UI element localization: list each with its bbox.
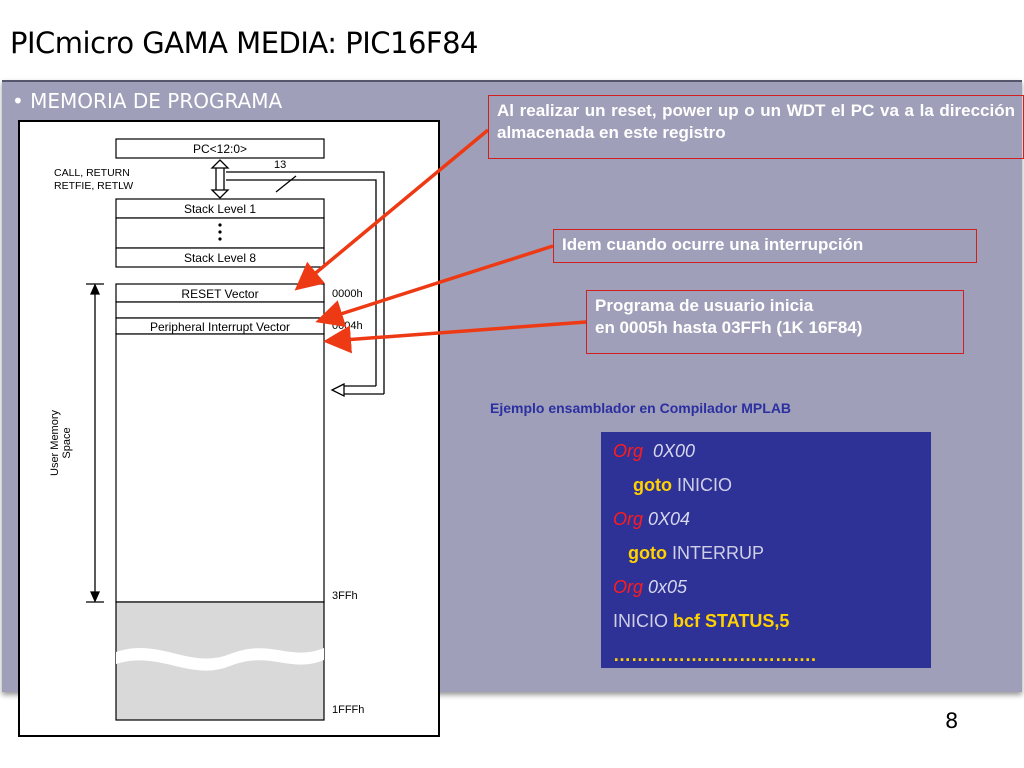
- retfie-retlw-label: RETFIE, RETLW: [54, 180, 133, 192]
- code-line: Org 0X04: [613, 502, 931, 536]
- bcf-instruction: bcf STATUS,5: [673, 611, 790, 631]
- interrupt-vector-label: Peripheral Interrupt Vector: [150, 320, 290, 334]
- reset-note: Al realizar un reset, power up o un WDT …: [488, 95, 1024, 159]
- code-caption: Ejemplo ensamblador en Compilador MPLAB: [490, 400, 792, 416]
- code-line: Org 0x05: [613, 570, 931, 604]
- label-inicio: INICIO: [613, 611, 669, 631]
- reset-vector-label: RESET Vector: [181, 287, 258, 301]
- org-keyword: Org: [613, 441, 644, 461]
- bus-width-label: 13: [274, 159, 286, 171]
- pc-label: PC<12:0>: [193, 142, 247, 156]
- user-program-note-line2: en 0005h hasta 03FFh (1K 16F84): [595, 318, 863, 337]
- call-return-label: CALL, RETURN: [54, 167, 130, 179]
- wrap-address-label: 1FFFh: [332, 704, 364, 716]
- assembly-code-box: Org 0X00 goto INICIO Org 0X04 goto INTER…: [601, 432, 931, 668]
- goto-keyword: goto: [633, 475, 672, 495]
- interrupt-address-label: 0004h: [332, 320, 363, 332]
- org-value: 0X00: [653, 441, 696, 461]
- stack-arrow-icon: [210, 159, 230, 199]
- code-line: …………………………….: [613, 638, 931, 672]
- org-value: 0X04: [648, 509, 691, 529]
- page-number: 8: [945, 709, 959, 733]
- memory-span-arrow-icon: [86, 283, 104, 603]
- goto-target: INTERRUP: [672, 543, 765, 563]
- stack-level-8-label: Stack Level 8: [184, 251, 256, 265]
- stack-dot-icon: [218, 237, 222, 241]
- user-memory-label-line1: User Memory: [49, 410, 61, 477]
- code-line: INICIO bcf STATUS,5: [613, 604, 931, 638]
- program-memory-diagram: PC<12:0> 13 CALL, RETURN RETFIE, RETLW S…: [18, 120, 440, 737]
- stack-dot-icon: [218, 223, 222, 227]
- code-line: Org 0X00: [613, 434, 931, 468]
- memory-map-svg: PC<12:0> 13 CALL, RETURN RETFIE, RETLW S…: [49, 138, 385, 721]
- stack-dot-icon: [218, 230, 222, 234]
- user-program-note: Programa de usuario inicia en 0005h hast…: [586, 290, 964, 354]
- goto-keyword: goto: [628, 543, 667, 563]
- gap-box: [115, 301, 325, 319]
- end-address-label: 3FFh: [332, 590, 358, 602]
- code-line: goto INTERRUP: [613, 536, 931, 570]
- org-value: 0x05: [648, 577, 688, 597]
- goto-target: INICIO: [677, 475, 733, 495]
- user-memory-space-label: User Memory Space: [49, 410, 73, 477]
- code-line: goto INICIO: [613, 468, 931, 502]
- stack-level-1-label: Stack Level 1: [184, 202, 256, 216]
- break-wave-icon: [116, 647, 324, 671]
- code-ellipsis: …………………………….: [613, 645, 817, 665]
- user-memory-box: [115, 333, 325, 603]
- org-keyword: Org: [613, 509, 644, 529]
- page-title: PICmicro GAMA MEDIA: PIC16F84: [10, 26, 479, 60]
- org-keyword: Org: [613, 577, 644, 597]
- reset-address-label: 0000h: [332, 288, 363, 300]
- interrupt-note: Idem cuando ocurre una interrupción: [553, 229, 977, 263]
- section-bullet: • MEMORIA DE PROGRAMA: [12, 89, 283, 113]
- user-program-note-line1: Programa de usuario inicia: [595, 296, 814, 315]
- user-memory-label-line2: Space: [61, 427, 73, 458]
